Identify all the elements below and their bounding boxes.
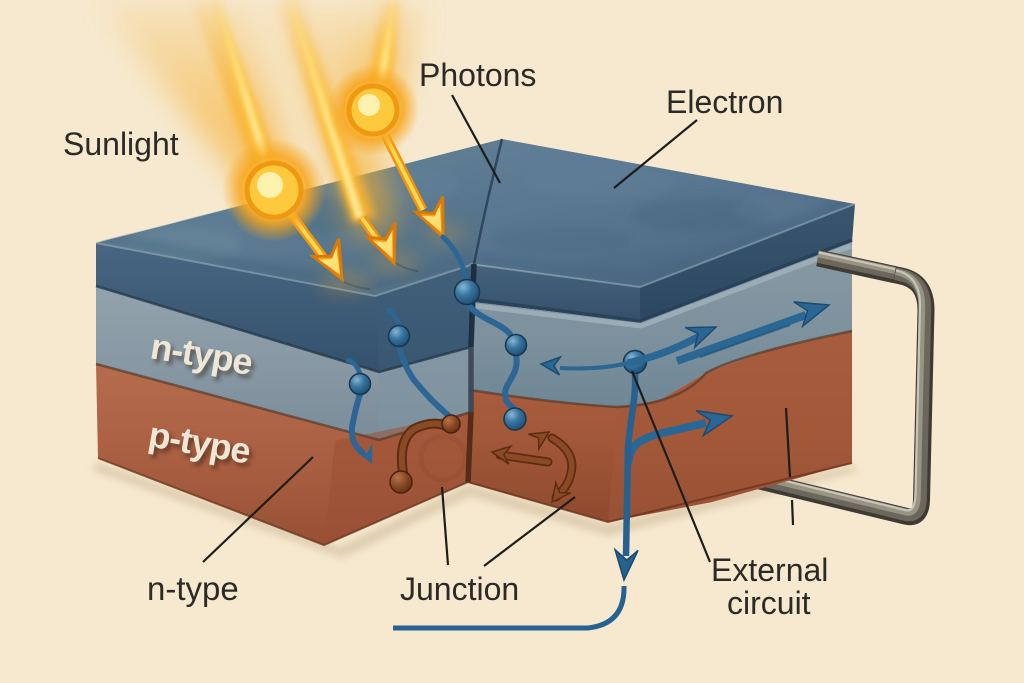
- svg-text:External: External: [711, 552, 828, 588]
- svg-text:n-type: n-type: [147, 570, 239, 607]
- svg-text:Photons: Photons: [419, 57, 536, 93]
- svg-text:Electron: Electron: [666, 84, 783, 120]
- svg-text:circuit: circuit: [727, 585, 811, 621]
- svg-text:Junction: Junction: [400, 571, 519, 607]
- svg-text:Sunlight: Sunlight: [63, 126, 179, 162]
